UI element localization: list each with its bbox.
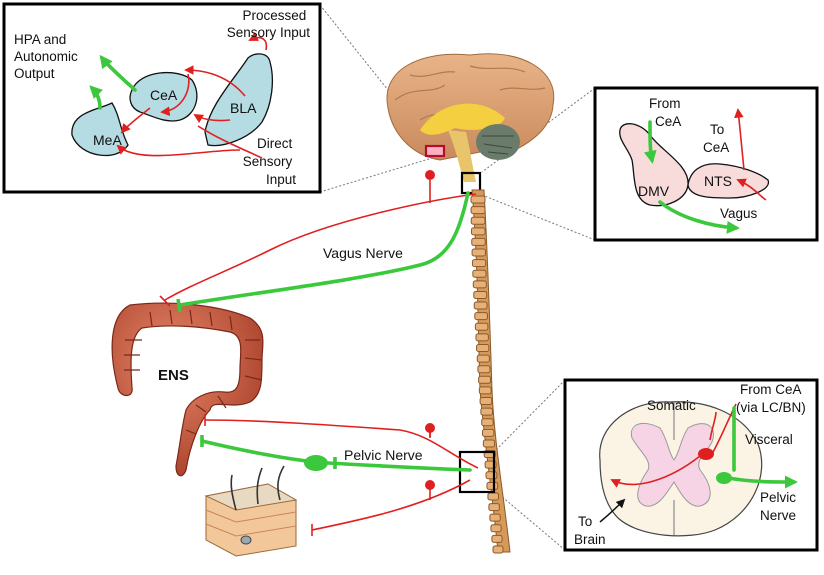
vertebra [489,513,501,522]
mea-label: MeA [93,132,122,148]
vertebra [476,343,490,352]
vertebra [473,290,488,299]
vertebra [486,481,499,490]
vertebra [481,418,494,427]
sensory-neuron [698,448,714,460]
to-cea-label: To CeA [703,122,729,155]
vertebra [487,492,500,501]
vertebra [473,301,488,310]
direct-input-label: Direct Sensory Input [243,136,297,187]
vertebra [470,227,486,236]
vagal-pathway: Vagus Nerve [159,170,477,313]
ens-label: ENS [158,367,189,384]
from-cea-lc-label: From CeA (via LC/BN) [736,382,806,415]
vertebra [479,397,493,406]
hpa-output-label: HPA and Autonomic Output [14,32,82,81]
nts-nucleus [687,163,769,199]
brainstem-highlight [460,171,482,195]
colon-illustration: ENS [111,302,264,477]
vertebra [474,322,489,331]
gray-matter [630,422,714,507]
vertebra [470,216,486,225]
vertebra [490,524,502,533]
dmv-nucleus [619,123,689,207]
vagus-nerve-label: Vagus Nerve [323,245,403,261]
cea-label: CeA [150,87,178,103]
vertebra [478,375,492,384]
sacral-highlight [458,450,496,494]
bla-label: BLA [230,100,257,116]
pelvic-ganglion [304,455,328,471]
vertebra [472,269,487,278]
pelvic-pathway: Pelvic Nerve [200,414,479,536]
to-brain-label: To Brain [574,514,606,547]
vertebra [471,248,486,257]
spinal-cord-inset: Somatic From CeA (via LC/BN) Visceral Pe… [563,378,819,552]
motor-neuron [716,472,732,484]
vertebra [478,386,492,395]
pelvic-nerve-label: Pelvic Nerve [344,447,423,463]
vagus-label: Vagus [720,206,758,221]
bla-nucleus [204,53,273,147]
vertebra [480,407,493,416]
cea-nucleus [129,71,198,122]
amygdala-highlight [424,144,446,158]
vertebra [482,439,496,448]
vertebra [491,534,503,543]
vertebra [477,365,491,374]
vertebra [485,471,498,480]
vertebra [476,354,490,363]
vertebra [492,545,504,554]
vertebra [471,237,486,246]
amygdala-inset: CeA BLA MeA HPA and Autonomic Output Pro… [2,2,322,194]
spinal-column-illustration [458,189,511,554]
brain-illustration [386,53,555,195]
visceral-label: Visceral [745,432,793,447]
pelvic-nerve-box-label: Pelvic Nerve [760,490,800,523]
vertebra [474,312,488,321]
vertebra [470,195,486,204]
brainstem-inset: DMV NTS From CeA To CeA Vagus [593,86,819,242]
nts-label: NTS [704,173,732,189]
from-cea-label: From CeA [649,96,684,129]
vertebra [488,503,500,512]
skin-section-illustration [204,465,298,557]
dmv-label: DMV [638,183,670,199]
somatic-label: Somatic [647,398,696,413]
vertebra [470,206,486,215]
processed-input-label: Processed Sensory Input [227,8,311,40]
vertebra [475,333,489,342]
vertebra [481,428,495,437]
vertebra [471,259,487,268]
vertebra [472,280,487,289]
